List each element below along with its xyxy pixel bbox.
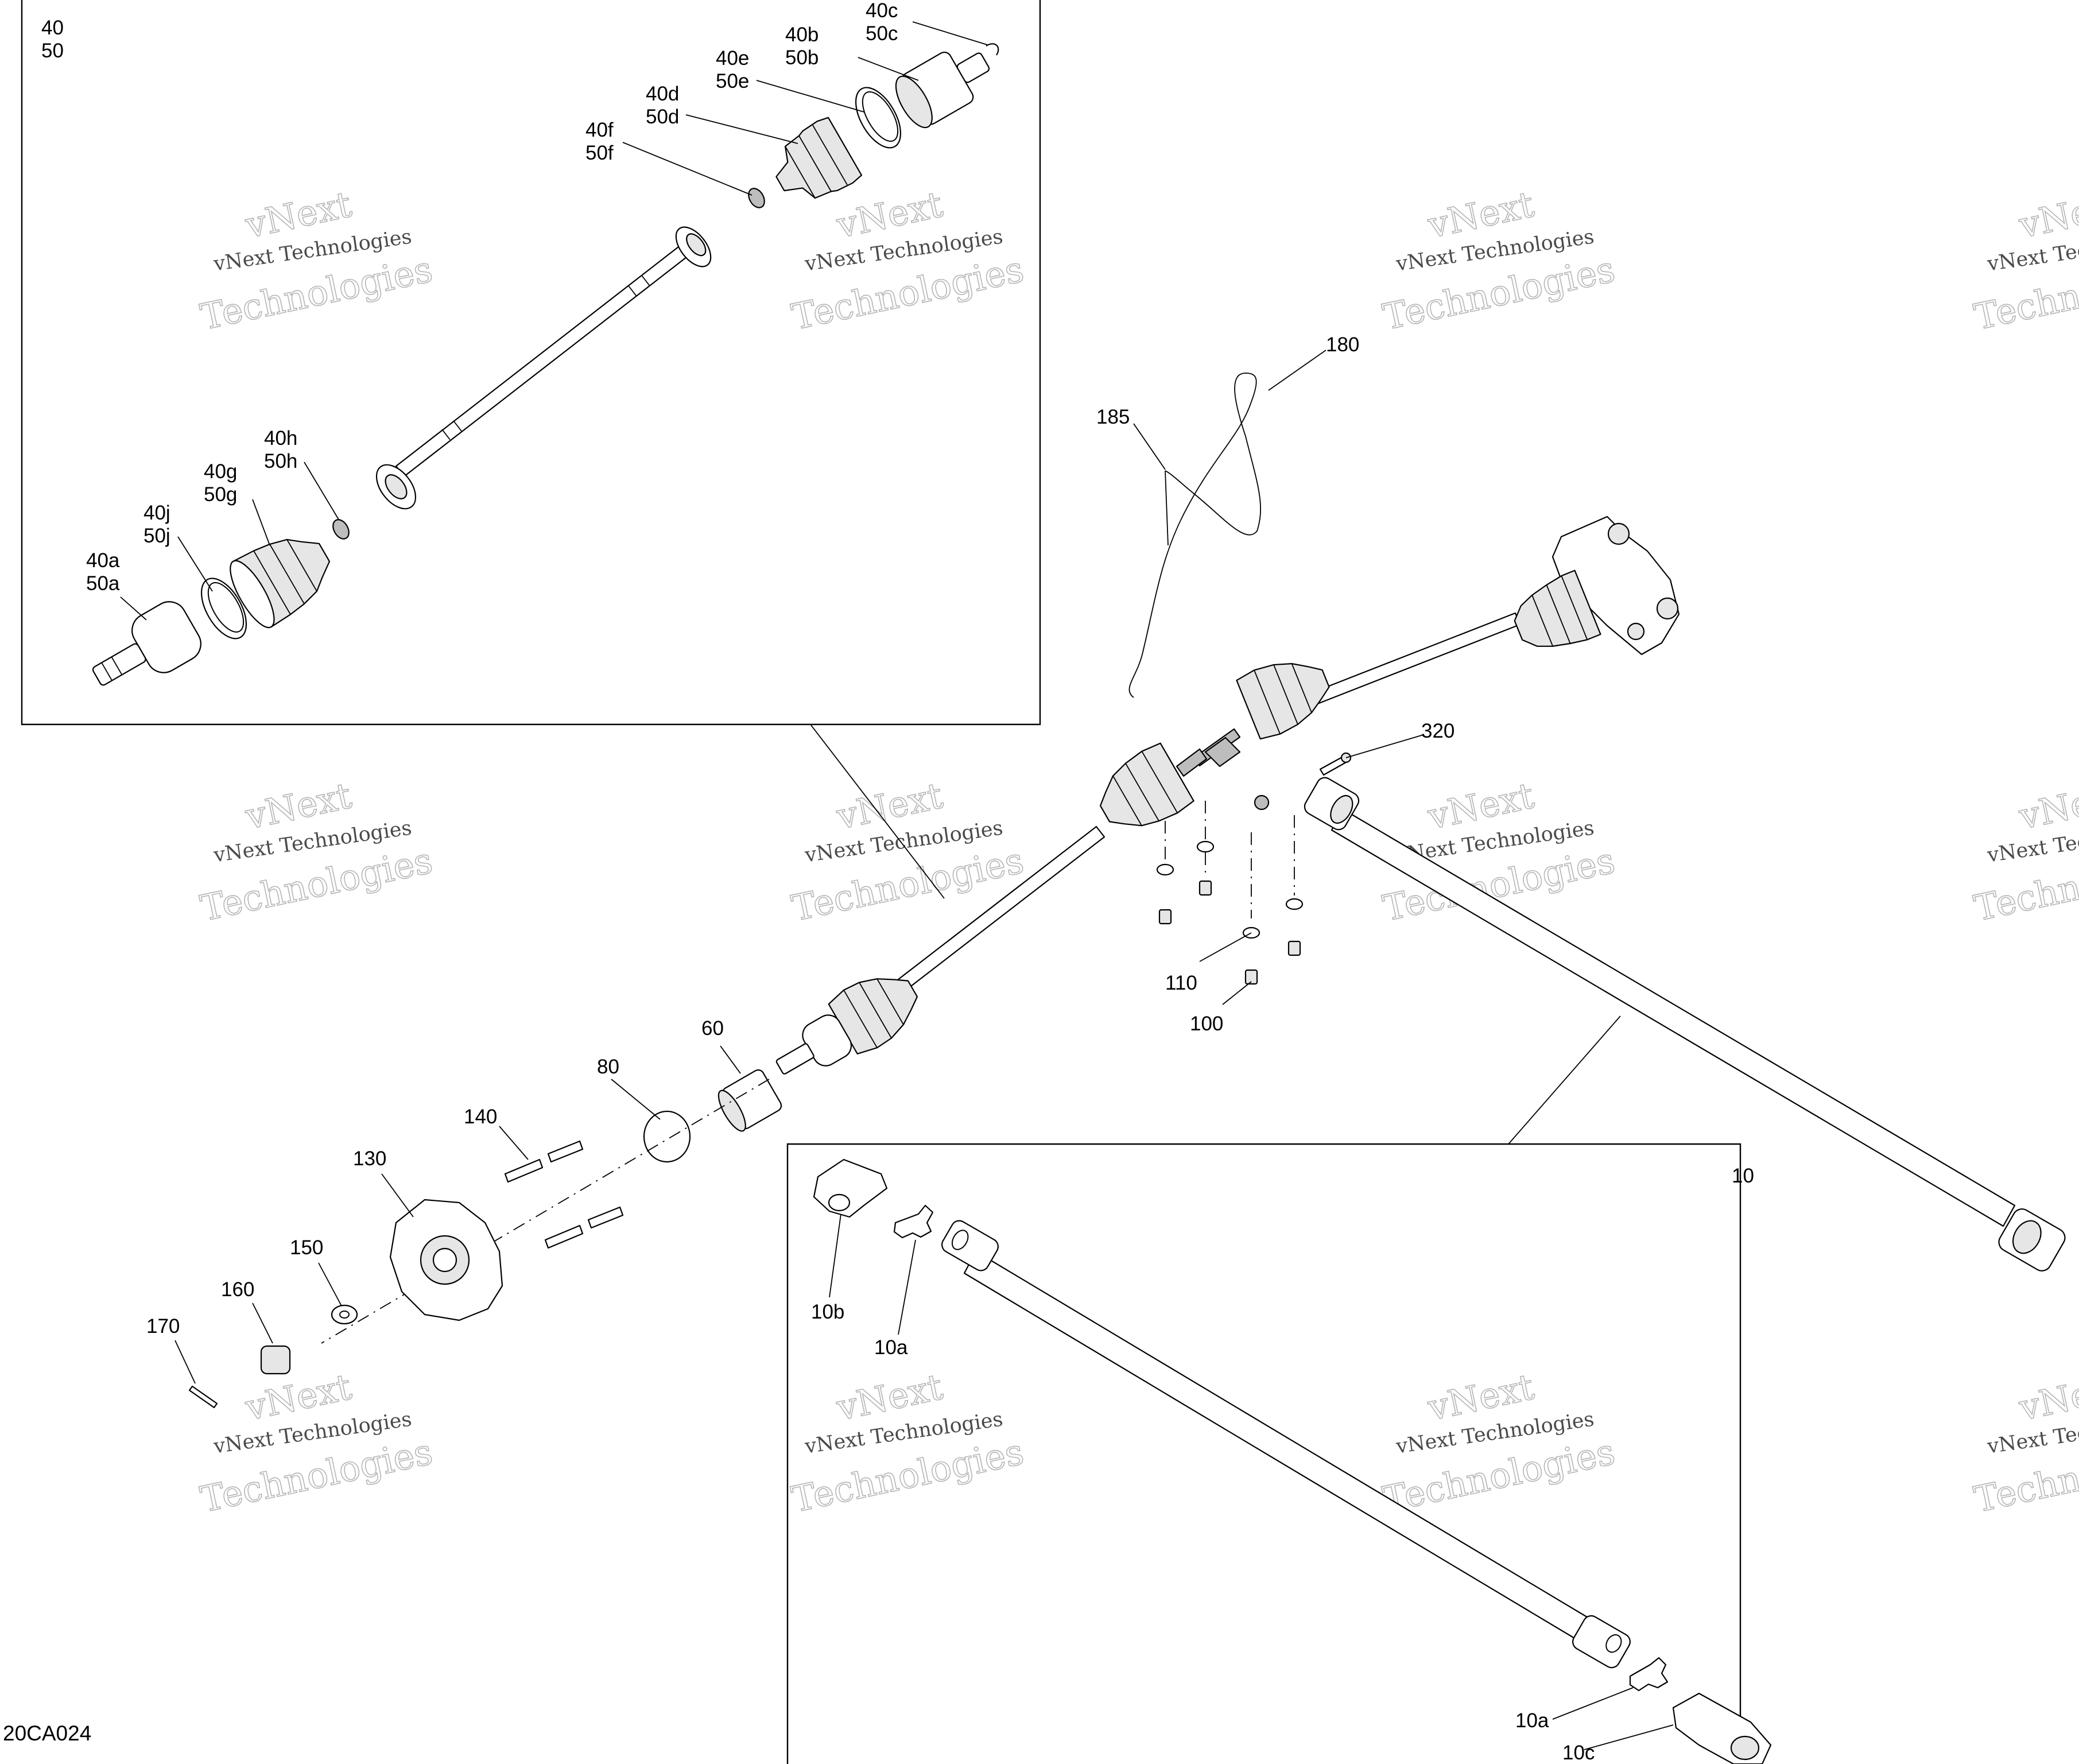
inset-label-10: 10 (1732, 1165, 1754, 1187)
castle-nut (260, 1345, 291, 1375)
callout-50h: 50h (264, 450, 297, 472)
washer (1156, 863, 1174, 876)
axle-shaft-bar (395, 246, 688, 478)
shaft-yoke-rear (1572, 1615, 1631, 1669)
bolt (1198, 880, 1212, 896)
callout-50b: 50b (785, 46, 819, 69)
callout-40f: 40f (585, 119, 614, 141)
callout-180: 180 (1326, 334, 1359, 356)
boot-clamp-small-inner (332, 519, 350, 540)
watermark-large-1: vNext (2015, 1366, 2079, 1429)
propeller-shaft-inset: 10 (786, 1015, 1754, 1764)
callout-40c: 40c (866, 0, 898, 22)
callout-320: 320 (1421, 720, 1454, 742)
inset-pointer-line (1508, 1015, 1621, 1145)
figure-code: 20CA024 (3, 1722, 91, 1745)
callout-185: 185 (1096, 406, 1130, 428)
hub-bolt (544, 1224, 584, 1249)
slip-yoke (813, 1158, 888, 1218)
callout-170: 170 (146, 1315, 180, 1337)
callout-130: 130 (353, 1147, 386, 1170)
callout-10a-lower: 10a (1515, 1709, 1549, 1732)
bolt-100 (1244, 969, 1258, 985)
axle-shaft-right (1313, 612, 1521, 704)
inset-label-40: 40 (41, 17, 64, 39)
callout-40d: 40d (646, 83, 679, 105)
callout-50j: 50j (143, 525, 170, 547)
cv-boot-left-inner (1099, 742, 1194, 827)
callout-80: 80 (597, 1056, 619, 1078)
callout-100: 100 (1190, 1013, 1223, 1035)
callout-110: 110 (1165, 972, 1197, 994)
callout-50c: 50c (866, 22, 898, 45)
universal-joint-cross (893, 1204, 934, 1239)
cv-boot-right-inner (1236, 663, 1330, 740)
callout-40b: 40b (785, 24, 819, 46)
cv-joint-kit-parts: 40c 50c 40b 50b 40e 50e 40d 50d 40f 50f … (86, 0, 999, 686)
callout-50e: 50e (716, 70, 749, 92)
callout-50a: 50a (86, 572, 120, 595)
propeller-shaft-parts: 10b 10a 10a 10c (811, 1158, 1772, 1764)
washer (1196, 840, 1215, 853)
callout-40h: 40h (264, 427, 297, 449)
nut (1254, 794, 1270, 811)
propeller-shaft-tube-inset (963, 1250, 1591, 1642)
callout-60: 60 (701, 1017, 724, 1040)
cv-joint-kit-inset: 40 50 (21, 0, 1041, 899)
snap-ring (643, 1110, 691, 1163)
washer (1285, 898, 1304, 910)
propeller-shaft-tube (1331, 808, 2016, 1227)
hub-bolt (504, 1158, 544, 1183)
callout-40a: 40a (86, 549, 120, 572)
callout-50g: 50g (204, 483, 237, 506)
callout-40e: 40e (716, 47, 749, 69)
hub-bolt (587, 1206, 624, 1229)
cv-boot-outer (775, 117, 863, 199)
watermark-large-1: vNext (2015, 183, 2079, 246)
callout-10b: 10b (811, 1301, 844, 1323)
hub-bolt (547, 1140, 584, 1163)
watermark-large-1: vNext (2015, 774, 2079, 838)
breather-hose (1128, 373, 1261, 698)
cv-boot-left-outer (828, 978, 918, 1054)
cotter-pin (188, 1385, 218, 1409)
inset-frame (786, 1143, 1741, 1764)
callout-10a-upper: 10a (874, 1336, 908, 1359)
callout-50f: 50f (585, 142, 614, 164)
callout-50d: 50d (646, 106, 679, 128)
watermark-layer: vNext vNext Technologies Technologies vN… (196, 183, 2079, 1521)
callout-150: 150 (290, 1236, 323, 1259)
inset-pointer-line (810, 724, 945, 899)
drive-shaft-assembly: 180 185 320 110 100 60 80 140 130 150 16… (146, 334, 2066, 1409)
bolt (1158, 909, 1172, 925)
callout-40g: 40g (204, 460, 237, 483)
bolt (1287, 940, 1301, 956)
callout-10c: 10c (1562, 1742, 1595, 1764)
inner-cv-joint (131, 601, 201, 673)
callout-160: 160 (221, 1278, 254, 1301)
universal-joint-cross-lower (1629, 1657, 1669, 1692)
circlip-40c (986, 43, 999, 56)
callout-140: 140 (464, 1106, 497, 1128)
callout-40j: 40j (143, 502, 170, 524)
inset-label-50: 50 (41, 40, 64, 62)
inset-frame (21, 0, 1041, 726)
boot-clamp-small (748, 188, 765, 208)
